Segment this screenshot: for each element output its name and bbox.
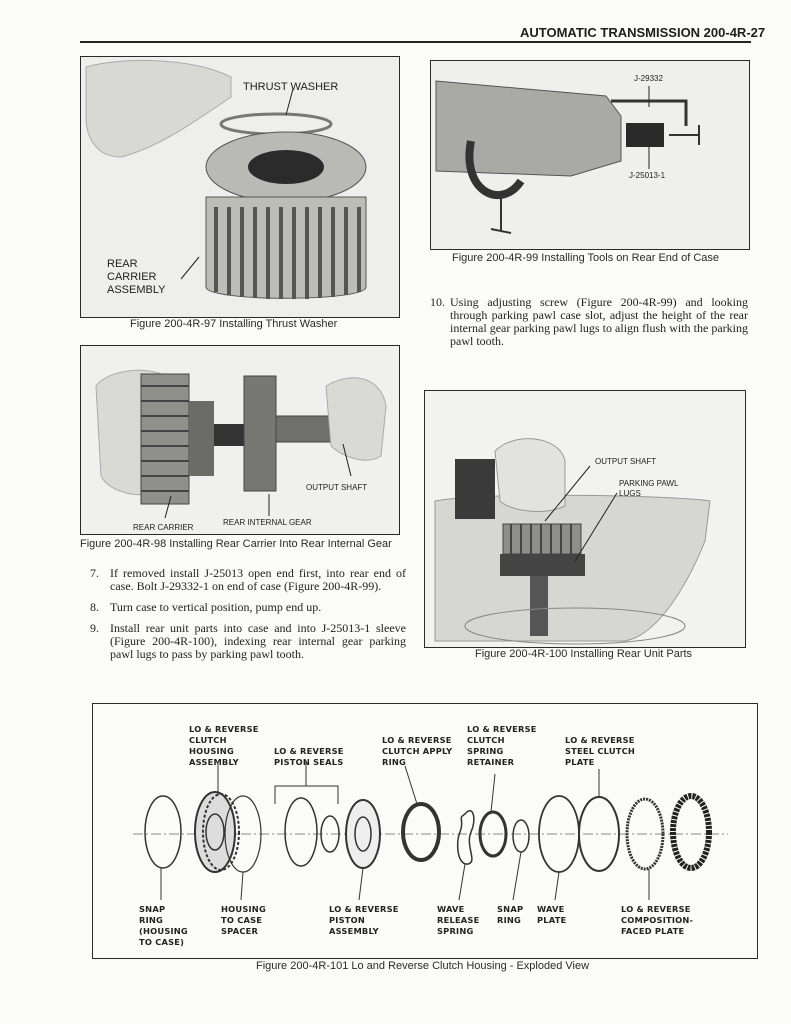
step-number: 10. (430, 295, 445, 309)
figure-97-photo: THRUST WASHER REAR CARRIER ASSEMBLY (80, 56, 400, 318)
step-text: Using adjusting screw (Figure 200-4R-99)… (450, 295, 748, 348)
label-clutch-spring-retainer: LO & REVERSE CLUTCH SPRING RETAINER (467, 724, 537, 767)
label-rear-carrier-assembly: REAR CARRIER ASSEMBLY (107, 258, 166, 296)
step-text: Install rear unit parts into case and in… (110, 621, 406, 661)
label-tool-j29332: J-29332 (634, 74, 663, 83)
thrust-washer-photo-illustration (81, 57, 399, 317)
label-output-shaft: OUTPUT SHAFT (306, 483, 368, 492)
step-7: 7. If removed install J-25013 open end f… (90, 567, 406, 593)
label-thrust-washer: THRUST WASHER (243, 81, 339, 93)
label-snap-ring: SNAP RING (497, 904, 524, 925)
label-tool-j25013-1: J-25013-1 (629, 171, 666, 180)
figure-99-photo: J-29332 J-25013-1 (430, 60, 750, 250)
step-9: 9. Install rear unit parts into case and… (90, 622, 406, 661)
label-wave-release-spring: WAVE RELEASE SPRING (437, 904, 480, 936)
label-rear-internal-gear: REAR INTERNAL GEAR (223, 518, 312, 527)
step-number: 8. (90, 600, 99, 614)
step-number: 7. (90, 566, 99, 580)
figure-98-caption: Figure 200-4R-98 Installing Rear Carrier… (80, 538, 392, 550)
label-housing-spacer: HOUSING TO CASE SPACER (221, 904, 266, 936)
label-steel-clutch-plate: LO & REVERSE STEEL CLUTCH PLATE (565, 735, 636, 767)
snap-ring-housing-icon (144, 795, 182, 869)
figure-100-photo: OUTPUT SHAFT PARKING PAWL LUGS (424, 390, 746, 648)
label-output-shaft: OUTPUT SHAFT (595, 457, 657, 466)
step-text: If removed install J-25013 open end firs… (110, 566, 406, 593)
figure-97-caption: Figure 200-4R-97 Installing Thrust Washe… (130, 318, 338, 330)
header-rule (80, 41, 751, 43)
figure-99-caption: Figure 200-4R-99 Installing Tools on Rea… (452, 252, 720, 264)
rear-carrier-gear-photo-illustration (81, 346, 399, 534)
step-10: 10. Using adjusting screw (Figure 200-4R… (430, 296, 748, 348)
label-rear-carrier: REAR CARRIER (133, 523, 194, 532)
rear-case-tools-photo-illustration (431, 61, 749, 249)
label-housing-assembly: LO & REVERSE CLUTCH HOUSING ASSEMBLY (189, 724, 259, 767)
label-composition-faced-plate: LO & REVERSE COMPOSITION- FACED PLATE (621, 904, 694, 936)
page-header-title: AUTOMATIC TRANSMISSION 200-4R-27 (520, 25, 766, 40)
label-clutch-apply-ring: LO & REVERSE CLUTCH APPLY RING (382, 735, 453, 767)
figure-101-diagram: LO & REVERSE CLUTCH HOUSING ASSEMBLY LO … (92, 703, 758, 959)
label-wave-plate: WAVE PLATE (537, 904, 567, 925)
step-8: 8. Turn case to vertical position, pump … (90, 601, 406, 614)
label-piston-seals: LO & REVERSE PISTON SEALS (274, 746, 344, 767)
step-number: 9. (90, 621, 99, 635)
label-parking-pawl-lugs: PARKING PAWL LUGS (619, 479, 679, 498)
figure-100-caption: Figure 200-4R-100 Installing Rear Unit P… (475, 648, 693, 660)
label-snap-ring-housing: SNAP RING (HOUSING TO CASE) (139, 904, 188, 947)
step-text: Turn case to vertical position, pump end… (110, 600, 322, 614)
label-piston-assembly: LO & REVERSE PISTON ASSEMBLY (329, 904, 399, 936)
exploded-view-illustration (133, 762, 728, 901)
figure-98-photo: OUTPUT SHAFT REAR INTERNAL GEAR REAR CAR… (80, 345, 400, 535)
figure-101-caption: Figure 200-4R-101 Lo and Reverse Clutch … (256, 960, 590, 972)
rear-unit-parts-photo-illustration (425, 391, 745, 647)
